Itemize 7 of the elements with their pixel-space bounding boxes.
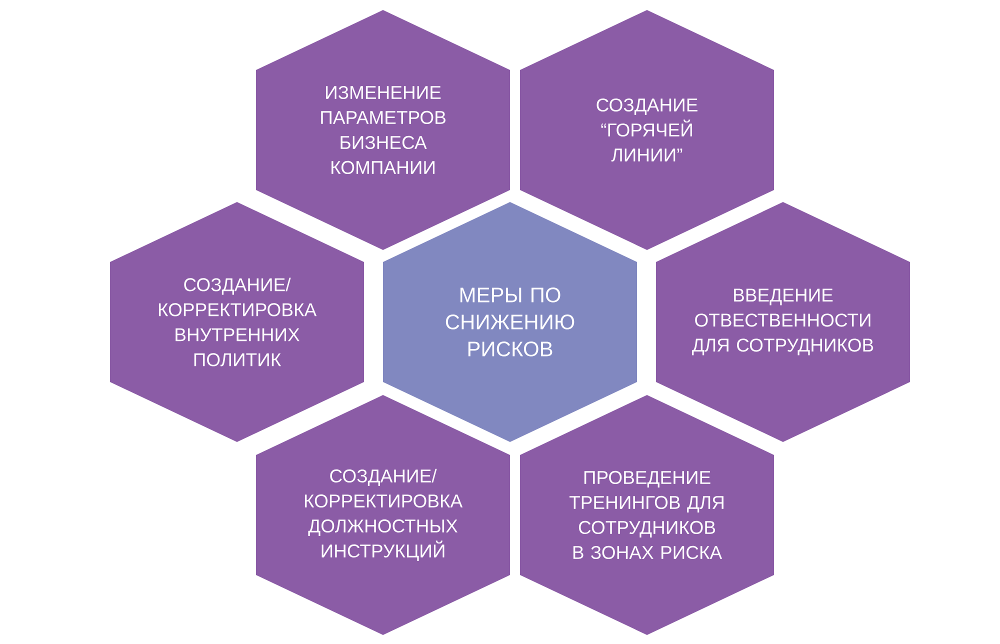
hexagon: СОЗДАНИЕ “ГОРЯЧЕЙ ЛИНИИ” bbox=[520, 10, 774, 250]
hexagon: СОЗДАНИЕ/ КОРРЕКТИРОВКА ВНУТРЕННИХ ПОЛИТИК bbox=[110, 202, 364, 442]
hexagon: СОЗДАНИЕ/ КОРРЕКТИРОВКА ДОЛЖНОСТНЫХ ИНСТРУКЦИЙ bbox=[256, 394, 510, 635]
hexagon: МЕРЫ ПО СНИЖЕНИЮ РИСКОВ bbox=[383, 202, 637, 442]
hexagon: ИЗМЕНЕНИЕ ПАРАМЕТРОВ БИЗНЕСА КОМПАНИИ bbox=[256, 10, 510, 250]
hexagon: ПРОВЕДЕНИЕ ТРЕНИНГОВ ДЛЯ СОТРУДНИКОВ В ЗОНАХ РИСКА bbox=[520, 394, 774, 635]
hexagon: ВВЕДЕНИЕ ОТВЕСТВЕННОСТИ ДЛЯ СОТРУДНИКОВ bbox=[656, 202, 910, 442]
